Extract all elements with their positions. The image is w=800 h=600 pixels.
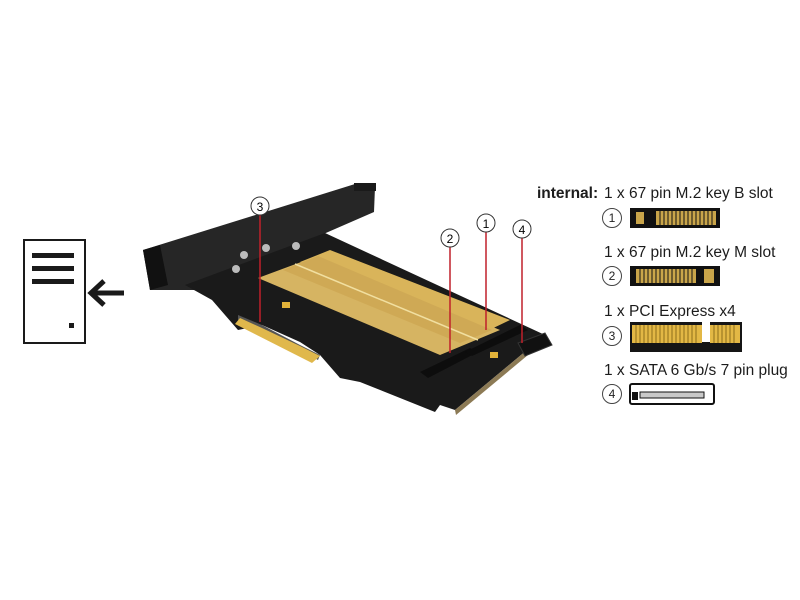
callout-2: 2 xyxy=(440,228,460,248)
leader-lines xyxy=(259,212,523,353)
legend-item-3-text: 1 x PCI Express x4 xyxy=(604,303,736,320)
legend-icon-m2-key-m xyxy=(630,266,720,286)
arrow-left-icon xyxy=(87,279,124,307)
m2-key-b-area xyxy=(300,250,510,332)
svg-text:1: 1 xyxy=(483,217,490,231)
legend-icon-pcie xyxy=(630,322,742,352)
m2-slot-keyb xyxy=(465,325,528,356)
sata-connector xyxy=(517,332,553,357)
legend-item-4-number: 4 xyxy=(602,384,622,404)
legend-item-1-text: 1 x 67 pin M.2 key B slot xyxy=(604,185,773,202)
mounting-bracket xyxy=(143,183,376,290)
legend-item-3-number: 3 xyxy=(602,326,622,346)
legend-item-2-text: 1 x 67 pin M.2 key M slot xyxy=(604,244,776,261)
adapter-pcb xyxy=(185,233,553,415)
legend-item-4-text: 1 x SATA 6 Gb/s 7 pin plug xyxy=(604,362,788,379)
legend-icon-m2-key-b xyxy=(630,208,720,228)
legend-heading: internal: xyxy=(537,185,599,202)
pcie-gold-fingers xyxy=(235,318,320,363)
m2-slot-keym xyxy=(420,348,478,378)
callout-1: 1 xyxy=(476,213,496,233)
svg-text:2: 2 xyxy=(447,232,454,246)
legend-icon-sata xyxy=(629,383,715,405)
callout-4: 4 xyxy=(512,219,532,239)
legend-item-2-number: 2 xyxy=(602,266,622,286)
callout-3: 3 xyxy=(250,196,270,216)
legend-item-1-number: 1 xyxy=(602,208,622,228)
document-icon xyxy=(23,239,86,344)
svg-text:4: 4 xyxy=(519,223,526,237)
svg-text:3: 3 xyxy=(257,200,264,214)
